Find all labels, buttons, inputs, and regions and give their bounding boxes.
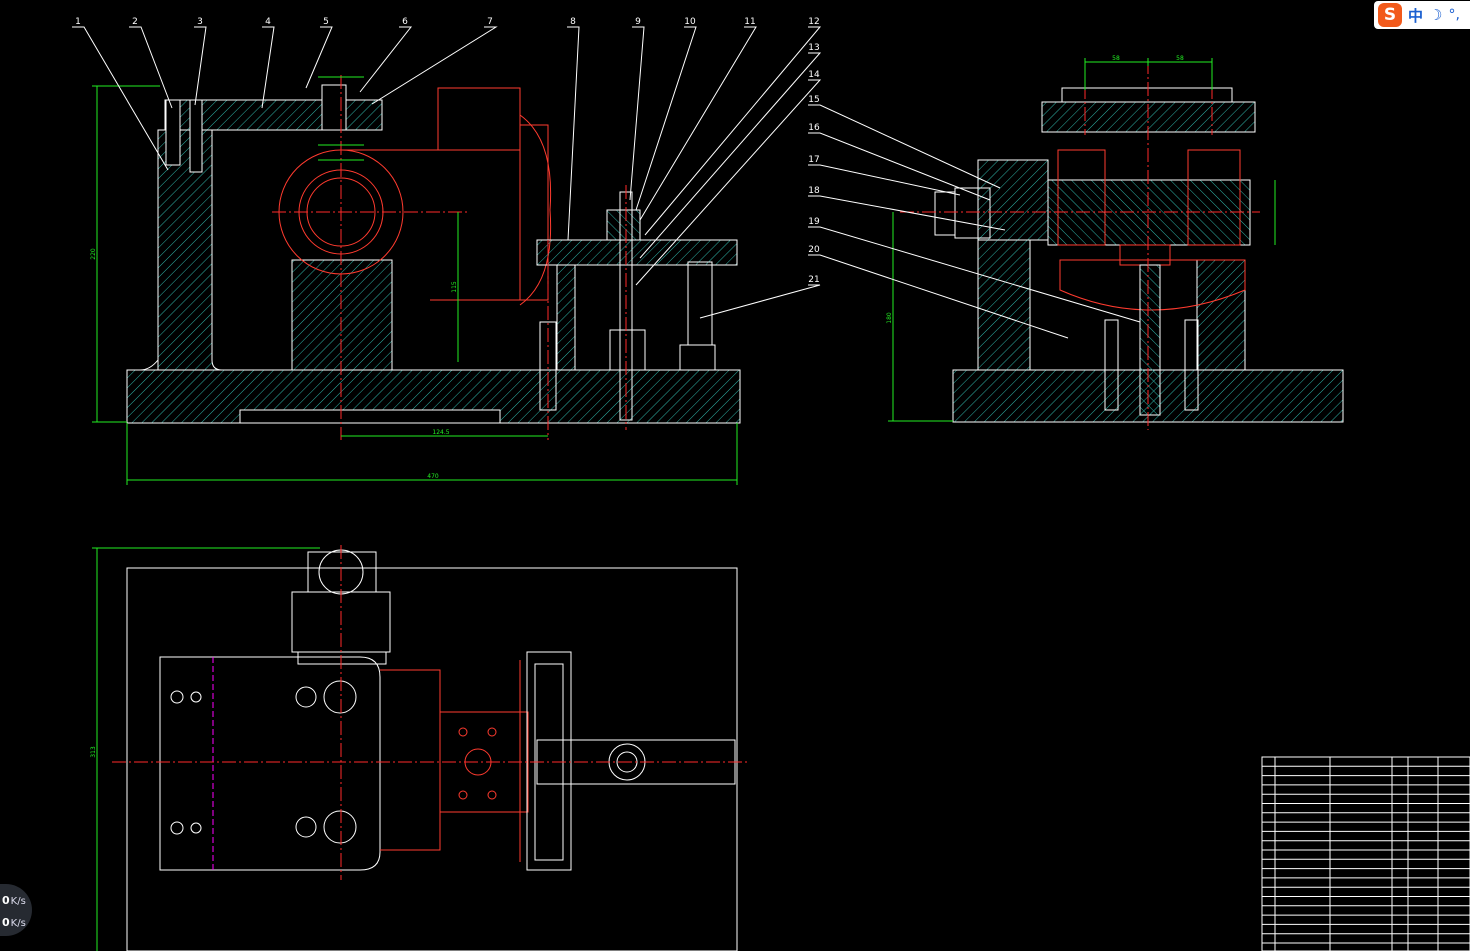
leader-line [699, 284, 821, 319]
balloon-number: 10 [684, 17, 696, 27]
dimension-value: 470 [427, 473, 439, 480]
balloon-number: 6 [402, 17, 408, 27]
leader-line [629, 26, 645, 201]
leader-line [644, 26, 822, 236]
dimension-value: 58 [1112, 55, 1120, 62]
upload-speed: 0K/s [2, 894, 26, 907]
punctuation-toggle[interactable]: °, [1448, 7, 1460, 23]
dimension-labels: 470 220 115 124.5 180 58 58 313 [90, 55, 1184, 758]
leader-line [635, 79, 822, 286]
leader-line [305, 26, 333, 89]
sogou-logo-icon[interactable]: S [1378, 3, 1402, 27]
balloon-number: 17 [808, 155, 819, 165]
leader-line [808, 164, 961, 196]
leader-line [808, 104, 1001, 189]
balloon-number: 4 [265, 17, 271, 27]
leader-line [635, 26, 697, 211]
network-speed-widget[interactable]: 0K/s 0K/s [0, 884, 32, 936]
leader-line [567, 26, 580, 241]
balloon-number: 13 [808, 43, 819, 53]
moon-icon[interactable]: ☽ [1429, 6, 1443, 24]
balloon-number: 14 [808, 70, 820, 80]
balloon-number: 21 [808, 275, 819, 285]
front-view [92, 75, 741, 485]
dimension-value: 124.5 [432, 429, 449, 436]
leader-line [808, 132, 991, 201]
download-speed: 0K/s [2, 916, 26, 929]
balloon-number: 7 [487, 17, 493, 27]
ime-toolbar[interactable]: S 中 ☽ °, [1374, 1, 1470, 29]
leader-line [129, 26, 173, 109]
leader-line [359, 26, 413, 93]
leader-line [194, 26, 207, 106]
dimension-value: 58 [1176, 55, 1184, 62]
balloon-number: 9 [635, 17, 641, 27]
ime-language-toggle[interactable]: 中 [1408, 6, 1424, 25]
balloon-number: 16 [808, 123, 820, 133]
balloon-number: 12 [808, 17, 819, 27]
leader-line [371, 26, 498, 105]
balloon-number: 19 [808, 217, 820, 227]
balloon-number: 1 [75, 17, 81, 27]
dimension-value: 220 [90, 248, 97, 260]
leader-lines [72, 26, 1141, 339]
dimension-value: 180 [886, 312, 893, 324]
leader-line [808, 226, 1141, 323]
leader-line [639, 26, 757, 221]
dimension-value: 115 [451, 281, 458, 293]
leader-line [72, 26, 169, 171]
leader-line [808, 254, 1069, 339]
balloon-number: 11 [744, 17, 755, 27]
leader-line [261, 26, 275, 109]
balloon-number: 18 [808, 186, 820, 196]
parts-table [1261, 756, 1470, 951]
dimension-value: 313 [90, 746, 97, 758]
balloon-number: 20 [808, 245, 820, 255]
balloon-number: 3 [197, 17, 203, 27]
plan-view [92, 545, 750, 951]
balloon-number: 8 [570, 17, 576, 27]
balloon-number: 15 [808, 95, 819, 105]
leader-line [639, 52, 822, 259]
side-view [888, 58, 1344, 430]
balloon-number: 5 [323, 17, 329, 27]
leader-line [808, 195, 1006, 231]
balloon-number: 2 [132, 17, 138, 27]
